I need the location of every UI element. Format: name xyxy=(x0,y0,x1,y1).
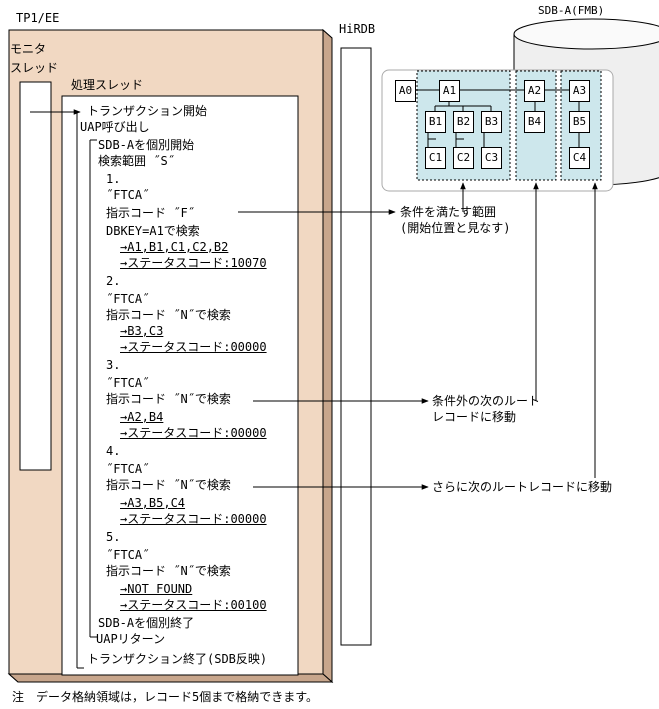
step-line: DBKEY=A1で検索 xyxy=(106,224,200,238)
step-line: →A2,B4 xyxy=(120,410,164,424)
record-c2: C2 xyxy=(453,147,474,169)
record-a0: A0 xyxy=(395,80,416,102)
step-line: 検索範囲 ˝S˝ xyxy=(98,154,175,168)
annotation-further: さらに次のルートレコードに移動 xyxy=(432,480,613,494)
step-line: →ステータスコード:00000 xyxy=(120,512,267,526)
step-line: →ステータスコード:00000 xyxy=(120,340,267,354)
monitor-label-2: スレッド xyxy=(10,61,59,75)
annotation-next-root-1: 条件外の次のルート xyxy=(432,394,541,408)
record-c4: C4 xyxy=(569,147,590,169)
annotation-range-1: 条件を満たす範囲 xyxy=(400,205,497,219)
record-c3: C3 xyxy=(481,147,502,169)
step-line: 2. xyxy=(106,274,121,288)
hirdb-bar xyxy=(340,47,372,646)
step-line: 指示コード ˝N˝で検索 xyxy=(106,308,231,322)
step-line: 指示コード ˝N˝で検索 xyxy=(106,478,231,492)
record-a2: A2 xyxy=(524,80,545,102)
process-label: 処理スレッド xyxy=(71,78,144,92)
record-b1: B1 xyxy=(425,111,446,133)
step-line: →A3,B5,C4 xyxy=(120,496,186,510)
step-line: →NOT FOUND xyxy=(120,582,193,596)
record-b4: B4 xyxy=(524,111,545,133)
step-line: →B3,C3 xyxy=(120,324,164,338)
tp1-title: TP1/EE xyxy=(16,11,60,25)
arrows xyxy=(30,109,598,490)
step-line: 4. xyxy=(106,444,121,458)
step-line: 指示コード ˝N˝で検索 xyxy=(106,564,231,578)
sdb-title: SDB-A(FMB) xyxy=(538,4,605,17)
annotation-next-root-2: レコードに移動 xyxy=(432,410,517,424)
process-thread-box xyxy=(61,95,299,676)
record-b5: B5 xyxy=(569,111,590,133)
record-b2: B2 xyxy=(453,111,474,133)
footnote: 注 データ格納領域は，レコード5個まで格納できます。 xyxy=(12,690,319,704)
step-line: ˝FTCA˝ xyxy=(106,292,150,306)
monitor-label-1: モニタ xyxy=(10,42,47,56)
flow-lines xyxy=(76,112,97,669)
record-c1: C1 xyxy=(425,147,446,169)
step-line: ˝FTCA˝ xyxy=(106,188,150,202)
step-line: SDB-Aを個別開始 xyxy=(98,138,195,152)
annotation-range-2: (開始位置と見なす) xyxy=(400,221,511,235)
step-line: ˝FTCA˝ xyxy=(106,462,150,476)
record-a3: A3 xyxy=(569,80,590,102)
step-line: →ステータスコード:00000 xyxy=(120,426,267,440)
record-b3: B3 xyxy=(481,111,502,133)
step-line: トランザクション開始 xyxy=(87,104,208,118)
step-line: 3. xyxy=(106,358,121,372)
step-line: →ステータスコード:10070 xyxy=(120,256,267,270)
step-line: UAP呼び出し xyxy=(80,120,150,134)
step-line: 指示コード ˝F˝ xyxy=(106,206,195,220)
monitor-thread-bar xyxy=(19,81,52,471)
step-line: 指示コード ˝N˝で検索 xyxy=(106,392,231,406)
step-line: トランザクション終了(SDB反映) xyxy=(87,652,268,666)
step-line: 5. xyxy=(106,530,121,544)
step-line: →ステータスコード:00100 xyxy=(120,598,267,612)
step-line: ˝FTCA˝ xyxy=(106,376,150,390)
hirdb-title: HiRDB xyxy=(339,22,376,36)
step-line: ˝FTCA˝ xyxy=(106,548,150,562)
step-line: →A1,B1,C1,C2,B2 xyxy=(120,240,229,254)
record-a1: A1 xyxy=(439,80,460,102)
step-line: SDB-Aを個別終了 xyxy=(98,616,195,630)
step-line: 1. xyxy=(106,172,121,186)
step-line: UAPリターン xyxy=(96,632,166,646)
